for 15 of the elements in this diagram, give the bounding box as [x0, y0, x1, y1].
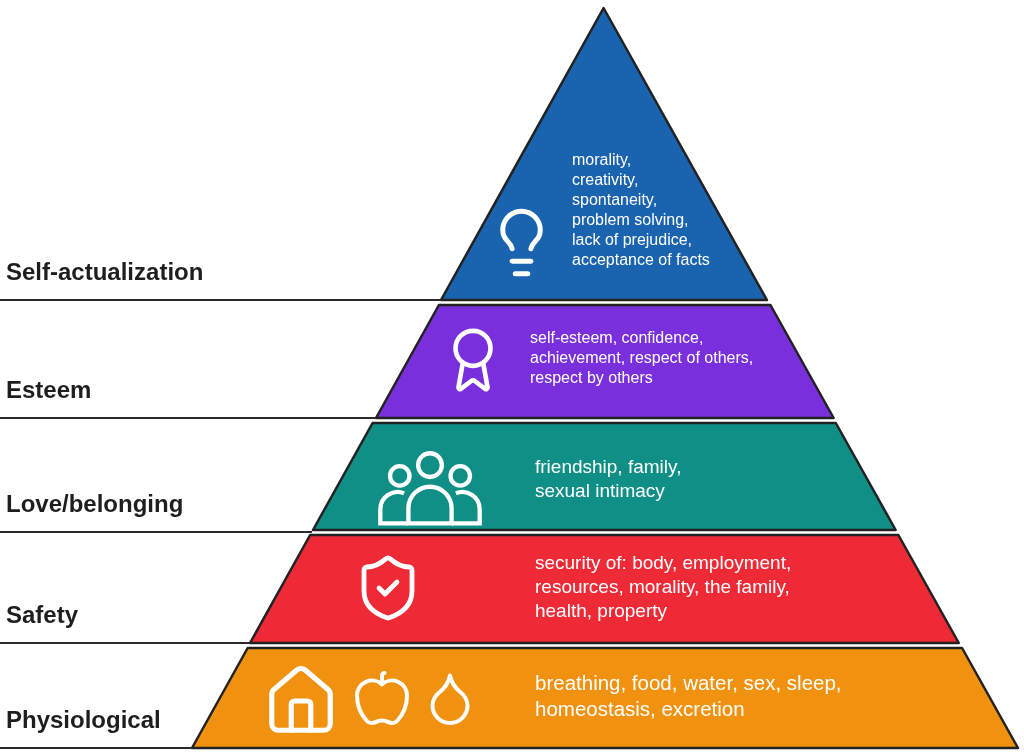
level-description: morality, creativity, spontaneity, problem solving, lack of prejudice, acceptance of facts — [572, 150, 711, 270]
level-description: friendship, family, sexual intimacy — [535, 455, 683, 503]
level-description: self-esteem, confidence, achievement, respect of others, respect by others — [530, 328, 755, 388]
pyramid-level — [313, 423, 896, 530]
level-label: Self-actualization — [6, 258, 204, 286]
level-label: Love/belonging — [6, 490, 184, 518]
level-label: Esteem — [6, 376, 92, 404]
pyramid-level — [250, 535, 960, 643]
level-label: Physiological — [6, 706, 161, 734]
pyramid-level — [441, 8, 768, 300]
level-description: breathing, food, water, sex, sleep, homeostasis, excretion — [535, 670, 843, 722]
pyramid-level — [192, 648, 1018, 748]
pyramid-level — [375, 305, 834, 418]
level-label: Safety — [6, 601, 79, 629]
level-description: security of: body, employment, resources, morality, the family, health, property — [535, 551, 793, 623]
